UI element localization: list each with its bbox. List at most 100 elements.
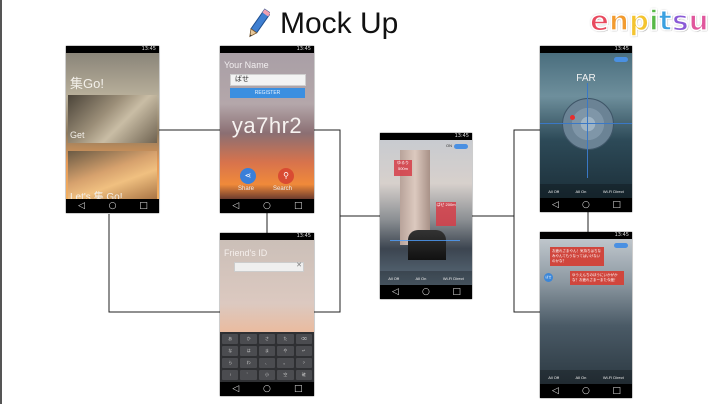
radar-compass [562, 98, 614, 150]
keyboard-key[interactable]: ゛ [240, 370, 257, 380]
friend-id-input[interactable]: ✕ [234, 262, 304, 272]
avatar[interactable]: ばせ [544, 273, 553, 282]
recents-icon[interactable]: □ [294, 201, 303, 211]
friend-card-2[interactable]: ばせ 200m [436, 202, 456, 226]
status-bar: 13:45 [220, 46, 314, 53]
keyboard-key[interactable]: ! [222, 370, 239, 380]
nav-bar: ◁ ○ □ [66, 199, 159, 213]
logo-letter: u [688, 3, 709, 38]
keyboard-key[interactable]: た [277, 334, 294, 344]
friend-card-1[interactable]: ゆるり 500m [394, 160, 412, 176]
back-icon[interactable]: ◁ [232, 384, 240, 394]
status-time: 13:45 [614, 46, 629, 52]
keyboard: あかさた⌫ なはまや↵ らわ、。?!゛小空確 [220, 332, 314, 382]
keyboard-key[interactable]: 確 [295, 370, 312, 380]
keyboard-key[interactable]: ? [295, 358, 312, 368]
keyboard-key[interactable]: ↵ [295, 346, 312, 356]
back-icon[interactable]: ◁ [551, 200, 559, 210]
keyboard-key[interactable]: ⌫ [295, 334, 312, 344]
home-icon[interactable]: ○ [108, 201, 117, 211]
chat-screen: お疲れさまやん！気持ちはちなみやんてもうなってはいけないのかな？ ばせ ゆうえん… [540, 239, 632, 384]
logo-letter: n [608, 3, 629, 38]
home-icon[interactable]: ○ [263, 384, 271, 394]
phone-camera-screen: 13:45 ON ゆるり 500m ばせ 200m All Off All On… [380, 133, 472, 299]
tab-all-on[interactable]: All On [575, 374, 587, 380]
keyboard-key[interactable]: ま [258, 346, 276, 356]
name-input[interactable]: ばせ [230, 74, 306, 86]
keyboard-key[interactable]: 。 [277, 358, 294, 368]
toggle-label: ON [446, 143, 452, 148]
recents-icon[interactable]: □ [139, 201, 148, 211]
hero-photo-1 [68, 95, 157, 143]
keyboard-key[interactable]: か [240, 334, 257, 344]
tab-all-off[interactable]: All Off [548, 188, 560, 194]
back-icon[interactable]: ◁ [78, 201, 85, 211]
tab-all-on[interactable]: All On [575, 188, 587, 194]
logo-letter: i [648, 3, 659, 38]
chat-bubble-2: ゆうえんちのほうにいかがかな？お疲れさまーまた今度！ [570, 271, 624, 285]
status-bar: 13:45 [380, 133, 472, 140]
status-time: 13:45 [614, 232, 629, 238]
camera-screen: ON ゆるり 500m ばせ 200m All Off All On Wi-Fi… [380, 140, 472, 285]
status-time: 13:45 [141, 46, 156, 52]
radar-horizontal-line [540, 123, 632, 124]
keyboard-key[interactable]: ら [222, 358, 239, 368]
keyboard-key[interactable]: さ [258, 334, 276, 344]
clear-icon[interactable]: ✕ [296, 262, 302, 269]
phone-radar-screen: 13:45 FAR All Off All On Wi-Fi Direct ◁ … [540, 46, 632, 212]
tab-all-off[interactable]: All Off [388, 275, 400, 281]
recents-icon[interactable]: □ [452, 287, 461, 297]
tab-wifi-direct[interactable]: Wi-Fi Direct [442, 275, 464, 281]
radar-vertical-line [587, 83, 588, 178]
tab-wifi-direct[interactable]: Wi-Fi Direct [602, 188, 624, 194]
visibility-toggle[interactable] [614, 57, 628, 62]
home-icon[interactable]: ○ [582, 200, 590, 210]
keyboard-key[interactable]: わ [240, 358, 257, 368]
visibility-toggle[interactable] [614, 243, 628, 248]
keyboard-key[interactable]: や [277, 346, 294, 356]
tab-all-off[interactable]: All Off [548, 374, 560, 380]
friend-id-label: Friend's ID [224, 248, 268, 258]
home-icon[interactable]: ○ [422, 287, 430, 297]
radar-screen: FAR All Off All On Wi-Fi Direct [540, 53, 632, 198]
recents-icon[interactable]: □ [612, 386, 621, 396]
search-icon[interactable]: ⚲ [278, 168, 294, 184]
keyboard-key[interactable]: 、 [258, 358, 276, 368]
status-bar: 13:45 [66, 46, 159, 53]
register-button[interactable]: REGISTER [230, 88, 305, 98]
keyboard-key[interactable]: 小 [258, 370, 276, 380]
keyboard-key[interactable]: 空 [277, 370, 294, 380]
profile-screen: Your Name ばせ REGISTER ya7hr2 ⋖ ⚲ Share S… [220, 53, 314, 199]
back-icon[interactable]: ◁ [551, 386, 559, 396]
nav-bar: ◁ ○ □ [540, 198, 632, 212]
status-bar: 13:45 [540, 232, 632, 239]
logo-letter: e [589, 3, 610, 38]
tab-all-on[interactable]: All On [415, 275, 427, 281]
visibility-toggle[interactable] [454, 144, 468, 149]
friend-screen: Friend's ID ✕ あかさた⌫ なはまや↵ らわ、。?!゛小空確 [220, 240, 314, 382]
share-icon[interactable]: ⋖ [240, 168, 256, 184]
nav-bar: ◁ ○ □ [220, 199, 314, 213]
back-icon[interactable]: ◁ [391, 287, 399, 297]
nav-bar: ◁ ○ □ [540, 384, 632, 398]
start-button[interactable]: Let's 集 Go! [70, 192, 123, 199]
recents-icon[interactable]: □ [612, 200, 621, 210]
slide-title: Mock Up [246, 4, 398, 44]
share-label: Share [238, 186, 255, 192]
nav-bar: ◁ ○ □ [380, 285, 472, 299]
keyboard-key[interactable]: は [240, 346, 257, 356]
slide-left-border [0, 0, 2, 404]
friend-dot[interactable] [570, 115, 575, 120]
home-icon[interactable]: ○ [263, 201, 271, 211]
keyboard-key[interactable]: な [222, 346, 239, 356]
logo-letter: t [658, 3, 673, 38]
tab-wifi-direct[interactable]: Wi-Fi Direct [602, 374, 624, 380]
back-icon[interactable]: ◁ [232, 201, 240, 211]
photo1-caption: Get [70, 130, 85, 140]
home-icon[interactable]: ○ [582, 386, 590, 396]
keyboard-key[interactable]: あ [222, 334, 239, 344]
mode-tabs: All Off All On Wi-Fi Direct [540, 184, 632, 198]
recents-icon[interactable]: □ [294, 384, 303, 394]
